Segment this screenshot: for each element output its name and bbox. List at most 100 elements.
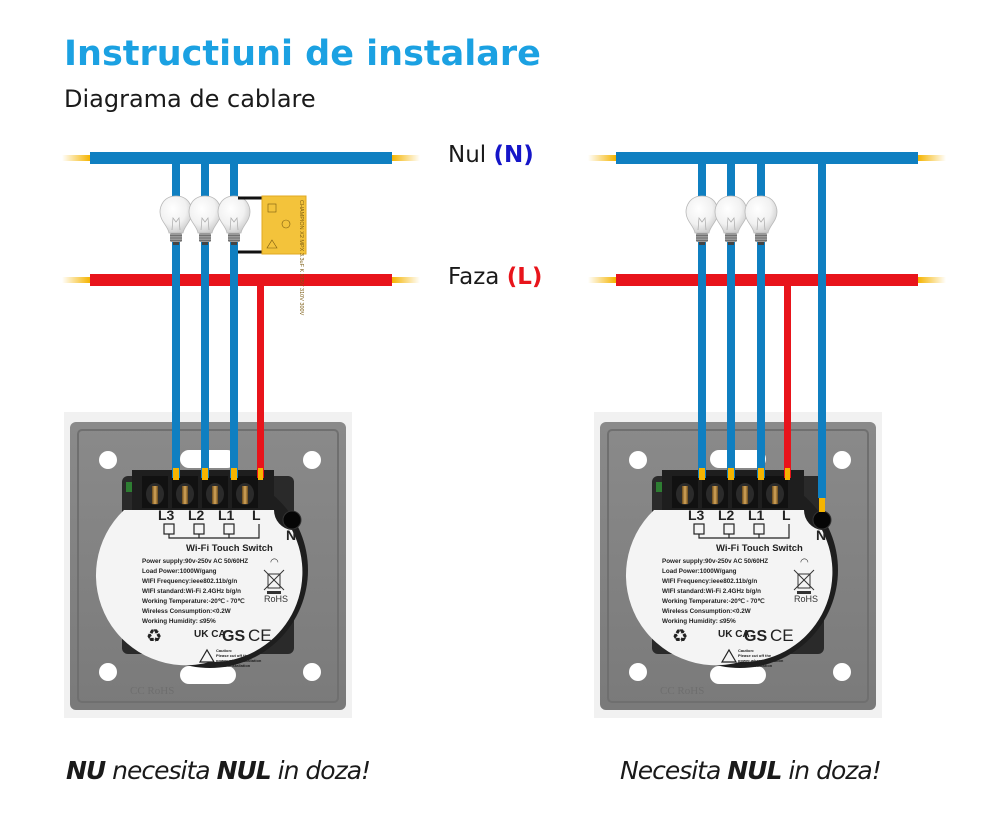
phase-rail-stub-left bbox=[588, 277, 616, 283]
spec-line: Working Temperature:-20℃ - 70℃ bbox=[662, 598, 764, 605]
wire-L-left bbox=[257, 280, 264, 478]
terminal-L2: L2 bbox=[718, 507, 735, 523]
gs-mark: GS bbox=[744, 628, 767, 645]
wire-L1-right bbox=[757, 158, 765, 478]
caption-text: in doza! bbox=[781, 756, 881, 785]
neutral-rail-label: Nul (N) bbox=[448, 142, 534, 168]
wire-L-right bbox=[784, 280, 791, 478]
spec-line: Load Power:1000W/gang bbox=[142, 568, 217, 575]
caution-text: and uninstallation bbox=[738, 663, 773, 668]
caption-text: in doza! bbox=[270, 756, 371, 785]
terminal-L: L bbox=[252, 507, 261, 523]
caution-text: Caution: bbox=[738, 648, 754, 653]
light-bulb-icon bbox=[159, 195, 193, 246]
terminal-N: N bbox=[286, 527, 296, 543]
module-label-right: L3 L2 L1 L N Wi-Fi Touch Switch Power su… bbox=[660, 507, 826, 697]
wire-L2-right bbox=[727, 158, 735, 478]
caption-text: Necesita bbox=[620, 756, 728, 785]
wire-L3-right bbox=[698, 158, 706, 478]
phase-rail-stub-left bbox=[62, 277, 90, 283]
caution-text: and uninstallation bbox=[216, 663, 251, 668]
capacitor: CHAMPION X2 MPX 3.3uF K 275V 310V 300V bbox=[238, 195, 307, 316]
spec-line: Power supply:90v-250v AC 50/60HZ bbox=[662, 558, 768, 565]
spec-line: Working Humidity: ≤95% bbox=[662, 618, 736, 625]
neutral-rail-left bbox=[90, 152, 392, 164]
terminal-L3: L3 bbox=[688, 507, 705, 523]
caution-text: power when installation bbox=[738, 658, 784, 663]
neutral-rail-right bbox=[616, 152, 918, 164]
spec-line: WIFI standard:Wi-Fi 2.4GHz b/g/n bbox=[662, 588, 761, 595]
switch-module-right bbox=[593, 411, 883, 719]
wire-L3-left bbox=[172, 158, 180, 478]
caption-right: Necesita NUL in doza! bbox=[620, 756, 882, 785]
caution-text: Please cut off the bbox=[738, 653, 772, 658]
neutral-rail-stub-left bbox=[588, 155, 616, 161]
neutral-rail-stub-right bbox=[392, 155, 420, 161]
spec-line: WIFI standard:Wi-Fi 2.4GHz b/g/n bbox=[142, 588, 241, 595]
spec-line: Wireless Consumption:<0.2W bbox=[142, 608, 231, 615]
warning-icon bbox=[198, 648, 216, 663]
neutral-code: (N) bbox=[493, 142, 534, 168]
spec-line: Power supply:90v-250v AC 50/60HZ bbox=[142, 558, 248, 565]
light-bulb-icon bbox=[714, 195, 748, 246]
terminal-L2: L2 bbox=[188, 507, 205, 523]
wire-N-right bbox=[818, 158, 826, 498]
rohs-mark: RoHS bbox=[794, 594, 818, 604]
wifi-icon: ◠ bbox=[800, 557, 809, 568]
spec-line: WIFI Frequency:ieee802.11b/g/n bbox=[142, 578, 237, 585]
phase-rail-stub-right bbox=[392, 277, 420, 283]
gs-mark: GS bbox=[222, 628, 245, 645]
neutral-label-text: Nul bbox=[448, 142, 487, 168]
phase-rail-label: Faza (L) bbox=[448, 264, 542, 290]
ukca-mark: UK CA bbox=[718, 629, 750, 640]
recycle-icon: ♻ bbox=[672, 626, 688, 646]
warning-icon bbox=[720, 648, 738, 663]
phase-code: (L) bbox=[506, 264, 543, 290]
phase-rail-left bbox=[90, 274, 392, 286]
light-bulb-icon bbox=[217, 195, 251, 246]
page-subtitle: Diagrama de cablare bbox=[64, 85, 316, 113]
weee-bin-icon bbox=[793, 569, 815, 591]
product-name: Wi-Fi Touch Switch bbox=[186, 543, 273, 554]
terminal-L: L bbox=[782, 507, 791, 523]
caption-emphasis: NU bbox=[66, 756, 106, 785]
caution-text: Caution: bbox=[216, 648, 232, 653]
weee-bin-icon bbox=[263, 569, 285, 591]
plate-marking: CC RoHS bbox=[660, 685, 704, 697]
relay-schematic bbox=[693, 523, 790, 539]
page-title: Instructiuni de instalare bbox=[64, 34, 541, 74]
phase-label-text: Faza bbox=[448, 264, 500, 290]
wire-L2-left bbox=[201, 158, 209, 478]
capacitor-label: CHAMPION X2 MPX 3.3uF K 275V 310V 300V bbox=[298, 200, 304, 316]
terminal-L1: L1 bbox=[218, 507, 235, 523]
terminal-L3: L3 bbox=[158, 507, 175, 523]
neutral-rail-stub-right bbox=[918, 155, 946, 161]
recycle-icon: ♻ bbox=[146, 626, 162, 646]
caution-text: Please cut off the bbox=[216, 653, 250, 658]
spec-line: Wireless Consumption:<0.2W bbox=[662, 608, 751, 615]
caption-emphasis: NUL bbox=[727, 756, 782, 785]
spec-line: Load Power:1000W/gang bbox=[662, 568, 737, 575]
wire-L1-left bbox=[230, 158, 238, 478]
spec-line: WIFI Frequency:ieee802.11b/g/n bbox=[662, 578, 757, 585]
terminal-L1: L1 bbox=[748, 507, 765, 523]
terminal-N: N bbox=[816, 527, 826, 543]
light-bulb-icon bbox=[188, 195, 222, 246]
ce-mark: CE bbox=[770, 626, 794, 645]
phase-rail-right bbox=[616, 274, 918, 286]
rohs-mark: RoHS bbox=[264, 594, 288, 604]
neutral-rail-stub-left bbox=[62, 155, 90, 161]
caution-text: power when installation bbox=[216, 658, 262, 663]
caption-text: necesita bbox=[105, 756, 217, 785]
relay-schematic bbox=[163, 523, 260, 539]
diagram-left: CHAMPION X2 MPX 3.3uF K 275V 310V 300V bbox=[62, 152, 420, 719]
phase-rail-stub-right bbox=[918, 277, 946, 283]
ce-mark: CE bbox=[248, 626, 272, 645]
spec-line: Working Temperature:-20℃ - 70℃ bbox=[142, 598, 244, 605]
diagram-right bbox=[588, 152, 946, 719]
light-bulb-icon bbox=[685, 195, 719, 246]
plate-marking: CC RoHS bbox=[130, 685, 174, 697]
caption-left: NU necesita NUL in doza! bbox=[66, 756, 371, 785]
caption-emphasis: NUL bbox=[216, 756, 272, 785]
